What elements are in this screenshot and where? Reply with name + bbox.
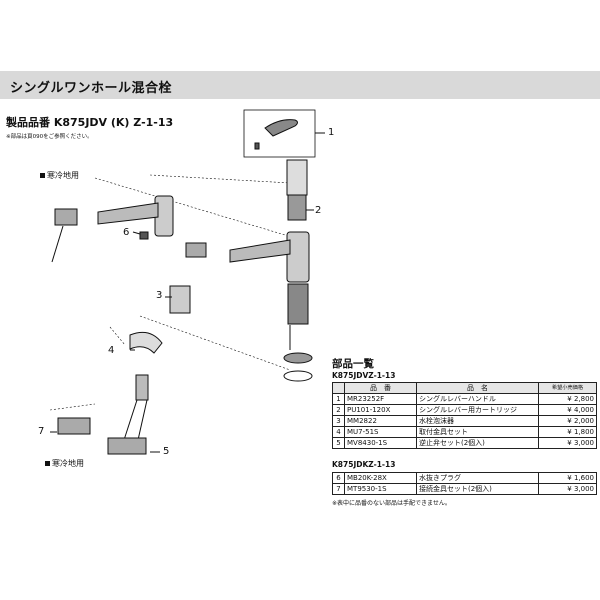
row-no: 4 [332,426,345,438]
row-name: 取付金具セット [416,426,539,438]
cold-region-label-bottom: 寒冷地用 [45,458,84,469]
square-bullet-icon [45,461,50,466]
parts-footnote: ※表中に品番のない部品は手配できません。 [332,500,451,507]
row-no: 5 [332,437,345,449]
row-name: 逆止弁セット(2個入) [416,437,539,449]
table-header-row: 品 番 品 名 希望小売価格 [332,382,597,394]
callout-1: 1 [328,127,335,138]
section-header-bar [0,71,600,99]
page-title: シングルワンホール混合栓 [10,81,173,96]
row-price: ¥ 3,000 [538,483,597,495]
row-price: ¥ 2,800 [538,393,597,405]
header-no [332,382,345,394]
row-price: ¥ 4,000 [538,404,597,416]
header-part-no: 品 番 [344,382,417,394]
square-bullet-icon [40,173,45,178]
callout-2: 2 [315,205,322,216]
row-part-no: MU7-51S [344,426,417,438]
faucet-spout-shape [229,239,291,263]
row-no: 3 [332,415,345,427]
callout-7: 7 [38,426,45,437]
row-no: 1 [332,393,345,405]
row-price: ¥ 1,600 [538,472,597,484]
row-name: シングルレバー用カートリッジ [416,404,539,416]
row-part-no: MB20K-28X [344,472,417,484]
row-no: 2 [332,404,345,416]
row-part-no: PU101-120X [344,404,417,416]
row-name: 水栓泡沫器 [416,415,539,427]
row-part-no: MV8430-1S [344,437,417,449]
row-no: 6 [332,472,345,484]
row-part-no: MR23252F [344,393,417,405]
product-note: ※部品は頁090をご参照ください。 [6,134,93,140]
row-name: 水抜きプラグ [416,472,539,484]
parts-list-title: 部品一覧 [332,358,374,370]
row-part-no: MM2822 [344,415,417,427]
product-number-label: 製品品番 K875JDV (K) Z-1-13 [6,116,174,129]
row-part-no: MT9530-1S [344,483,417,495]
row-price: ¥ 3,000 [538,437,597,449]
row-name: 接続金具セット(2個入) [416,483,539,495]
row-price: ¥ 2,000 [538,415,597,427]
callout-6: 6 [123,227,130,238]
group-label-1: K875JDVZ-1-13 [332,371,396,380]
faucet-body-shape [286,231,310,283]
row-name: シングルレバーハンドル [416,393,539,405]
group-label-2: K875JDKZ-1-13 [332,460,396,469]
lever-handle-shape [264,119,298,137]
callout-5: 5 [163,446,170,457]
header-price: 希望小売価格 [538,382,597,394]
row-no: 7 [332,483,345,495]
callout-3: 3 [156,290,163,301]
callout-4: 4 [108,345,115,356]
header-name: 品 名 [416,382,539,394]
cartridge-shape [286,159,308,196]
cold-region-label-top: 寒冷地用 [40,170,79,181]
row-price: ¥ 1,800 [538,426,597,438]
